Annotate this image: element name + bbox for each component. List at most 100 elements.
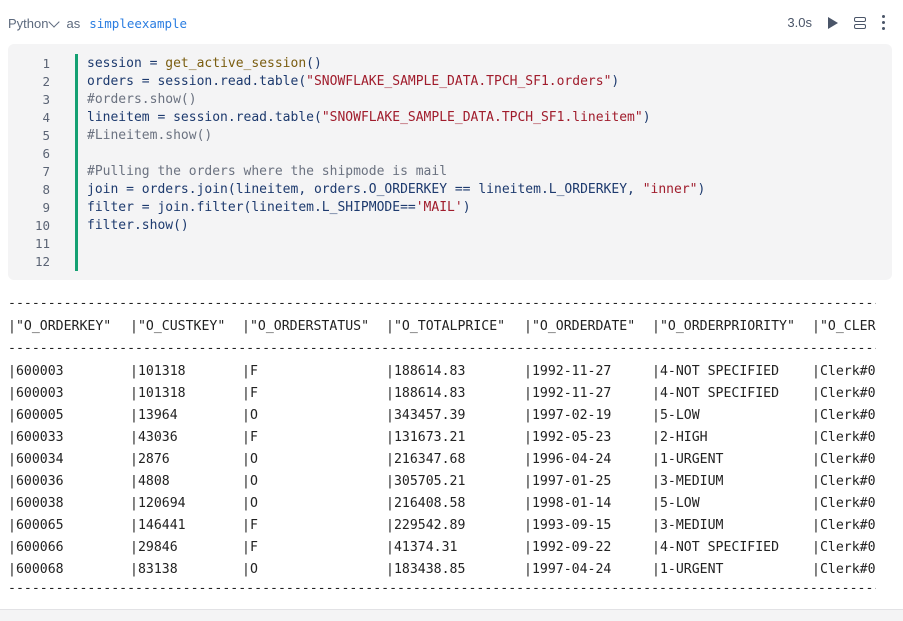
table-cell: |4-NOT SPECIFIED — [652, 364, 780, 379]
run-icon[interactable] — [828, 16, 838, 29]
cell-name[interactable]: simpleexample — [89, 16, 188, 31]
chevron-down-icon — [48, 15, 61, 28]
table-cell: |2876 — [130, 452, 170, 467]
table-cell: |183438.85 — [386, 562, 466, 577]
code-token: ) — [697, 182, 706, 197]
table-cell: |600034 — [8, 452, 64, 467]
table-cell: |O — [242, 562, 258, 577]
code-token: () — [306, 56, 322, 71]
code-line: #orders.show() — [87, 92, 197, 107]
code-token: get_active_session — [165, 56, 307, 71]
column-header: |"O_CUSTKEY" — [130, 319, 226, 334]
table-cell: |O — [242, 408, 258, 423]
table-cell: |1992-09-22 — [524, 540, 612, 555]
run-duration: 3.0s — [787, 15, 812, 30]
line-number: 9 — [42, 200, 50, 215]
line-number: 5 — [42, 128, 50, 143]
table-cell: |1998-01-14 — [524, 496, 612, 511]
code-line: filter = join.filter(lineitem.L_SHIPMODE… — [87, 200, 471, 215]
table-cell: |83138 — [130, 562, 178, 577]
table-cell: |600033 — [8, 430, 64, 445]
table-cell: |600003 — [8, 364, 64, 379]
table-cell: |13964 — [130, 408, 178, 423]
table-cell: |Clerk#0 — [812, 364, 876, 379]
table-cell: |Clerk#0 — [812, 540, 876, 555]
bottom-divider — [0, 609, 903, 621]
column-header: |"O_ORDERDATE" — [524, 319, 636, 334]
table-cell: |101318 — [130, 386, 186, 401]
more-options-icon[interactable] — [882, 15, 885, 30]
table-cell: |1-URGENT — [652, 452, 724, 467]
table-cell: |188614.83 — [386, 364, 466, 379]
table-cell: |1997-01-25 — [524, 474, 612, 489]
line-number: 1 — [42, 56, 50, 71]
table-cell: |131673.21 — [386, 430, 466, 445]
table-cell: |600065 — [8, 518, 64, 533]
table-cell: |1992-05-23 — [524, 430, 612, 445]
code-token: lineitem = session.read.table( — [87, 110, 322, 125]
line-number: 3 — [42, 92, 50, 107]
table-cell: |3-MEDIUM — [652, 474, 724, 489]
code-line: orders = session.read.table("SNOWFLAKE_S… — [87, 74, 619, 89]
table-cell: |5-LOW — [652, 408, 700, 423]
column-header: |"O_TOTALPRICE" — [386, 319, 506, 334]
table-cell: |188614.83 — [386, 386, 466, 401]
line-number: 2 — [42, 74, 50, 89]
table-cell: |216408.58 — [386, 496, 466, 511]
table-cell: |229542.89 — [386, 518, 466, 533]
table-cell: |Clerk#0 — [812, 518, 876, 533]
table-cell: |Clerk#0 — [812, 430, 876, 445]
code-token: ) — [462, 200, 471, 215]
table-cell: |Clerk#0 — [812, 408, 876, 423]
code-line: #Lineitem.show() — [87, 128, 212, 143]
code-line: filter.show() — [87, 218, 189, 233]
code-token: "inner" — [642, 182, 698, 197]
separator-line: ----------------------------------------… — [8, 296, 876, 311]
table-cell: |1997-04-24 — [524, 562, 612, 577]
code-token: ) — [642, 110, 651, 125]
cell-header: Python as simpleexample — [8, 15, 188, 31]
table-cell: |4-NOT SPECIFIED — [652, 386, 780, 401]
code-token: session = — [87, 56, 166, 71]
code-token: "SNOWFLAKE_SAMPLE_DATA.TPCH_SF1.orders" — [306, 74, 612, 89]
code-line: #Pulling the orders where the shipmode i… — [87, 164, 447, 179]
code-token: filter = join.filter(lineitem.L_SHIPMODE… — [87, 200, 416, 215]
table-cell: |4808 — [130, 474, 170, 489]
language-selector[interactable]: Python — [8, 15, 61, 31]
table-cell: |F — [242, 386, 258, 401]
line-number: 7 — [42, 164, 50, 179]
code-line: lineitem = session.read.table("SNOWFLAKE… — [87, 110, 651, 125]
table-cell: |1992-11-27 — [524, 364, 612, 379]
separator-line: ----------------------------------------… — [8, 581, 876, 596]
table-cell: |600038 — [8, 496, 64, 511]
split-view-icon[interactable] — [854, 16, 866, 29]
table-cell: |F — [242, 518, 258, 533]
table-cell: |F — [242, 364, 258, 379]
table-cell: |4-NOT SPECIFIED — [652, 540, 780, 555]
table-cell: |1997-02-19 — [524, 408, 612, 423]
table-cell: |O — [242, 496, 258, 511]
table-cell: |Clerk#0 — [812, 386, 876, 401]
table-cell: |Clerk#0 — [812, 496, 876, 511]
table-cell: |600068 — [8, 562, 64, 577]
active-cell-indicator — [75, 54, 78, 271]
code-line: session = get_active_session() — [87, 56, 322, 71]
code-token: join = orders.join(lineitem, orders.O_OR… — [87, 182, 643, 197]
code-token: #Lineitem.show() — [87, 128, 213, 143]
table-cell: |343457.39 — [386, 408, 466, 423]
table-cell: |F — [242, 430, 258, 445]
table-cell: |2-HIGH — [652, 430, 708, 445]
table-cell: |41374.31 — [386, 540, 458, 555]
table-cell: |Clerk#0 — [812, 562, 876, 577]
separator-line: ----------------------------------------… — [8, 341, 876, 356]
line-number: 8 — [42, 182, 50, 197]
table-cell: |120694 — [130, 496, 186, 511]
table-cell: |1-URGENT — [652, 562, 724, 577]
table-cell: |600066 — [8, 540, 64, 555]
table-cell: |600036 — [8, 474, 64, 489]
code-line: join = orders.join(lineitem, orders.O_OR… — [87, 182, 705, 197]
table-cell: |O — [242, 474, 258, 489]
code-editor[interactable]: 1 session = get_active_session() 2 orders =… — [8, 44, 892, 280]
code-token: #Pulling the orders where the shipmode i… — [87, 164, 448, 179]
code-token: 'MAIL' — [415, 200, 463, 215]
